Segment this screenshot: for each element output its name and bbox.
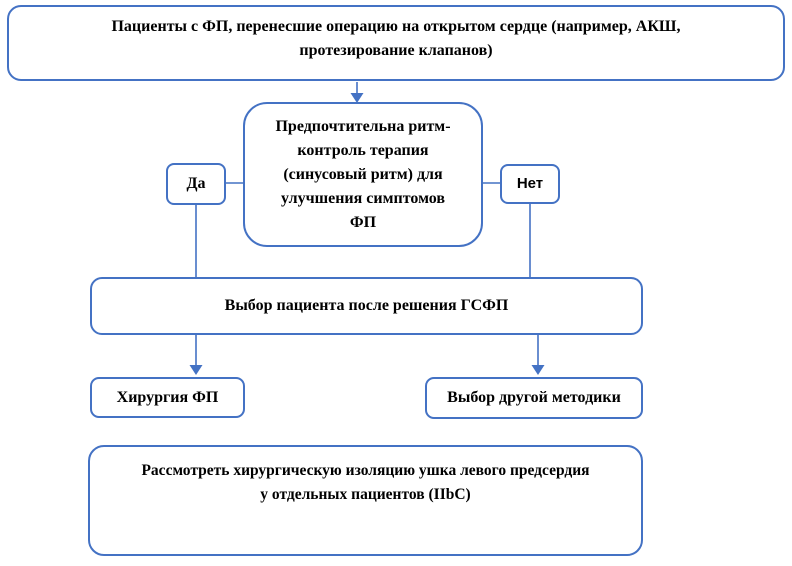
node-af-surgery: Хирургия ФП bbox=[90, 377, 245, 418]
node-rhythm-control-line5: ФП bbox=[349, 213, 377, 231]
node-no: Нет bbox=[500, 164, 560, 204]
node-rhythm-control: Предпочтительна ритм- контроль терапия (… bbox=[243, 102, 483, 247]
connector-patients-to-rhythm bbox=[350, 82, 364, 103]
connector-selection-to-other bbox=[531, 335, 545, 375]
node-laa-exclusion-line1: Рассмотреть хирургическую изоляцию ушка … bbox=[141, 462, 590, 479]
node-rhythm-control-line4: улучшения симптомов bbox=[280, 189, 445, 207]
node-rhythm-control-line2: контроль терапия bbox=[297, 141, 429, 159]
connector-selection-to-surgery bbox=[189, 335, 203, 375]
node-laa-exclusion: Рассмотреть хирургическую изоляцию ушка … bbox=[88, 445, 643, 556]
node-laa-exclusion-line2: у отдельных пациентов (IIbC) bbox=[260, 486, 471, 503]
node-yes: Да bbox=[166, 163, 226, 205]
node-patients-line2: протезирование клапанов) bbox=[299, 42, 493, 59]
node-patients: Пациенты с ФП, перенесшие операцию на от… bbox=[7, 5, 785, 81]
node-rhythm-control-line3: (синусовый ритм) для bbox=[283, 165, 443, 183]
node-rhythm-control-line1: Предпочтительна ритм- bbox=[275, 117, 451, 135]
node-patient-selection: Выбор пациента после решения ГСФП bbox=[90, 277, 643, 335]
node-other-method: Выбор другой методики bbox=[425, 377, 643, 419]
node-patients-line1: Пациенты с ФП, перенесшие операцию на от… bbox=[111, 18, 681, 35]
